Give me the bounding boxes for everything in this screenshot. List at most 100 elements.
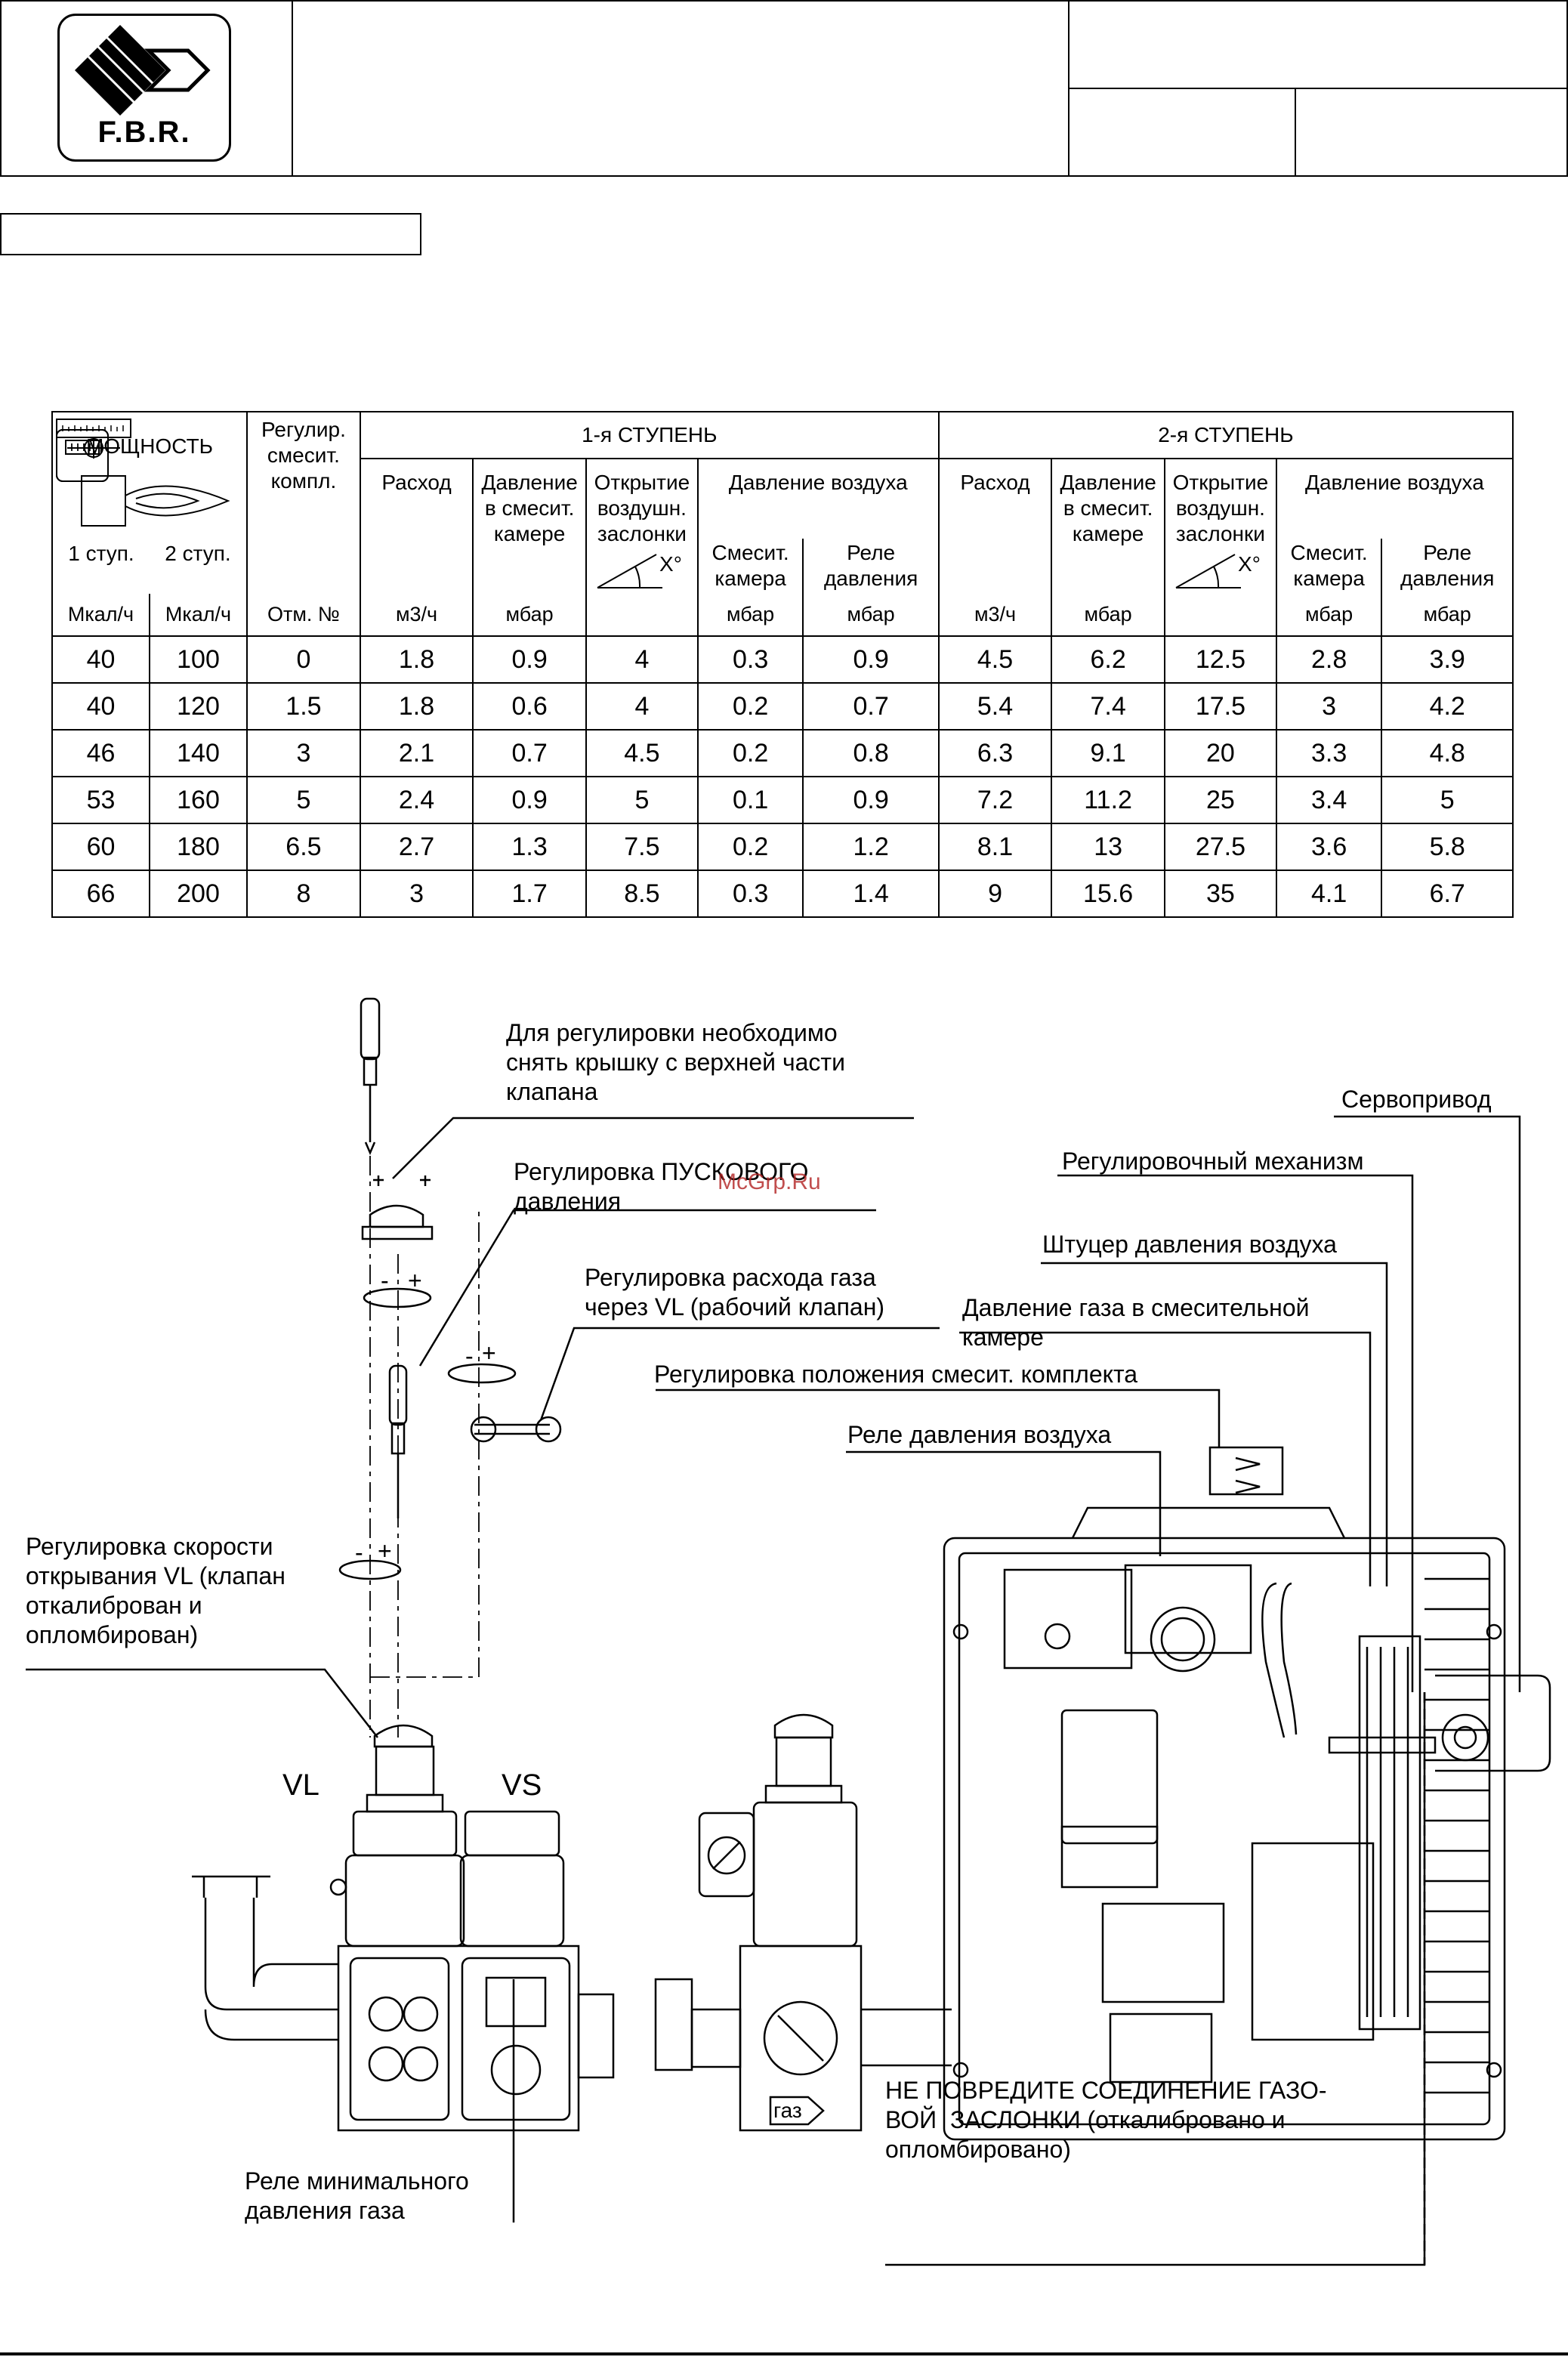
table-cell: 1.7	[472, 870, 588, 918]
gas-arrow-icon	[769, 2096, 825, 2126]
fbr-logo: F.B.R.	[57, 14, 231, 162]
table-cell: 3.6	[1275, 823, 1383, 871]
minus-mark-1: -	[381, 1267, 389, 1294]
table-cell: 1.8	[359, 682, 474, 731]
gas-flow-adj-label: Регулировка расхода газа через VL (рабоч…	[585, 1264, 885, 1321]
air-fitting-label: Штуцер давления воздуха	[1042, 1231, 1337, 1258]
power-header: МОЩНОСТЬ 1 ступ. 2 ступ.	[51, 411, 248, 594]
table-cell: 4.2	[1381, 682, 1514, 731]
servo-label: Сервопривод	[1341, 1086, 1492, 1113]
table-cell: 7.4	[1051, 682, 1166, 731]
table-cell: 1.5	[246, 682, 361, 731]
table-cell: 40	[51, 682, 150, 731]
table-cell: 15.6	[1051, 870, 1166, 918]
table-cell: 4	[585, 635, 699, 684]
angle-label: X°	[1238, 552, 1261, 576]
table-cell: 2.1	[359, 729, 474, 777]
table-cell: 7.2	[937, 776, 1053, 824]
stage2-relay-header: Реле давления	[1381, 538, 1514, 594]
table-cell: 5	[585, 776, 699, 824]
table-cell: 0.1	[696, 776, 804, 824]
start-pressure-label: Регулировка ПУСКОВОГО давления	[514, 1158, 809, 1215]
table-cell: 40	[51, 635, 150, 684]
vl-valve-icon	[329, 1724, 465, 1948]
table-cell: 35	[1164, 870, 1277, 918]
table-cell: 46	[51, 729, 150, 777]
stage1-header: 1-я СТУПЕНЬ	[359, 411, 940, 459]
mixer-adj-header: Регулир. смесит. компл.	[56, 411, 361, 594]
vl-label: VL	[282, 1768, 319, 1802]
table-cell: 1.4	[802, 870, 940, 918]
table-cell: 120	[149, 682, 248, 731]
plus-mark-2: +	[482, 1339, 496, 1367]
table-cell: 17.5	[1164, 682, 1277, 731]
stage2-mix-chamber-header: Смесит. камера	[1275, 538, 1383, 594]
table-cell: 8.1	[937, 823, 1053, 871]
table-cell: 5.4	[937, 682, 1053, 731]
table-cell: 4.5	[585, 729, 699, 777]
stage1-relay-header: Реле давления	[802, 538, 940, 594]
vl-speed-label: Регулировка скорости открывания VL (клап…	[26, 1533, 286, 1648]
gas-tag: газ	[773, 2099, 802, 2122]
screwdriver-icon	[360, 997, 381, 1156]
table-cell: 13	[1051, 823, 1166, 871]
stage1-short-label: 1 ступ.	[68, 542, 134, 565]
table-cell: 0.9	[802, 776, 940, 824]
damper-angle-icon	[597, 554, 663, 588]
table-cell: 180	[149, 823, 248, 871]
mix-gas-pressure-label: Давление газа в смесительной камере	[962, 1294, 1310, 1351]
table-cell: 2.4	[359, 776, 474, 824]
table-cell: 3	[359, 870, 474, 918]
angle-label: X°	[659, 552, 682, 576]
damper-angle-icon	[1175, 554, 1242, 588]
logo-text: F.B.R.	[97, 116, 191, 149]
table-cell: 0.8	[802, 729, 940, 777]
table-cell: 1.8	[359, 635, 474, 684]
table-cell: 160	[149, 776, 248, 824]
wrench-icon	[470, 1416, 562, 1443]
stage1-mix-pressure-header: Давление в смесит. камере	[472, 458, 588, 594]
table-cell: 0.9	[472, 776, 588, 824]
table-cell: 0.9	[472, 635, 588, 684]
plus-mark-3: +	[378, 1537, 392, 1565]
table-cell: 0.2	[696, 823, 804, 871]
stage1-air-pressure-header: Давление воздуха	[696, 458, 940, 539]
min-gas-relay-label: Реле минимального давления газа	[245, 2167, 469, 2224]
table-cell: 5.8	[1381, 823, 1514, 871]
burner-settings-table: МОЩНОСТЬ 1 ступ. 2 ступ. Регулир. смесит…	[51, 411, 1514, 918]
table-cell: 3.9	[1381, 635, 1514, 684]
table-cell: 200	[149, 870, 248, 918]
table-cell: 5	[246, 776, 361, 824]
table-cell: 8.5	[585, 870, 699, 918]
stage1-air-opening-header: Открытие воздушн. заслонки X°	[585, 458, 699, 594]
table-cell: 6.7	[1381, 870, 1514, 918]
burner-flame-icon	[81, 475, 230, 527]
table-cell: 0.3	[696, 870, 804, 918]
air-relay-label: Реле давления воздуха	[847, 1421, 1112, 1448]
table-cell: 0.2	[696, 729, 804, 777]
table-cell: 3.3	[1275, 729, 1383, 777]
table-cell: 11.2	[1051, 776, 1166, 824]
stage1-flow-header: Расход	[56, 429, 474, 594]
servo-motor-icon	[1328, 1674, 1551, 1772]
stage2-air-opening-header: Открытие воздушн. заслонки X°	[1164, 458, 1277, 594]
table-cell: 60	[51, 823, 150, 871]
table-cell: 3	[246, 729, 361, 777]
watermark: McGrp.Ru	[718, 1169, 821, 1194]
stage1-mix-chamber-header: Смесит. камера	[696, 538, 804, 594]
table-cell: 2.7	[359, 823, 474, 871]
table-cell: 6.3	[937, 729, 1053, 777]
gas-meter-icon	[56, 429, 109, 482]
stage2-flow-header: Расход	[56, 429, 1053, 594]
inlet-pipe-icon	[192, 1875, 338, 2041]
valve-block-icon	[337, 1945, 615, 2132]
table-cell: 4.1	[1275, 870, 1383, 918]
table-cell: 25	[1164, 776, 1277, 824]
